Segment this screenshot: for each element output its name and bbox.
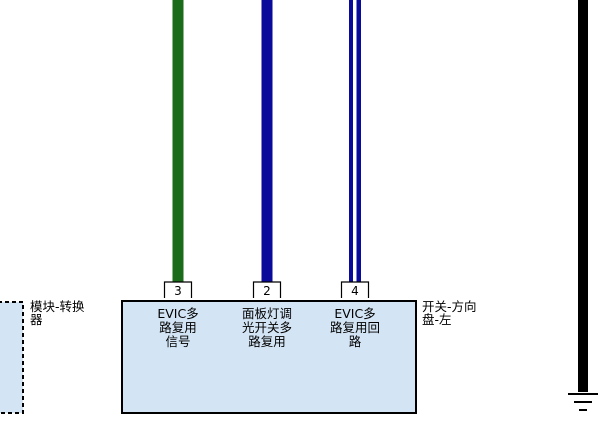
pin-function-labels: EVIC多 路复用 信号 面板灯调 光开关多 路复用 EVIC多 路复用回 路 bbox=[157, 306, 380, 349]
switch-module-box bbox=[121, 300, 417, 414]
pin-number-4: 4 bbox=[351, 284, 359, 298]
pin-3-function-line-1: EVIC多 bbox=[157, 306, 198, 321]
pin-number-3: 3 bbox=[174, 284, 182, 298]
wire-pin-4-blue-striped bbox=[349, 0, 361, 284]
left-module-label-line-1: 模块-转换 bbox=[30, 299, 85, 314]
wire-pin-2-blue bbox=[261, 0, 273, 284]
left-module-box bbox=[0, 301, 24, 414]
ground-wire bbox=[578, 0, 588, 392]
pin-box-4: 4 bbox=[340, 281, 370, 298]
pin-boxes: 3 2 4 bbox=[163, 281, 370, 298]
wire-group bbox=[172, 0, 588, 392]
switch-label-line-1: 开关-方向 bbox=[422, 299, 477, 314]
pin-box-3: 3 bbox=[163, 281, 193, 298]
pin-4-function-line-2: 路复用回 bbox=[330, 320, 380, 335]
ground-symbol-icon bbox=[568, 393, 598, 411]
wire-pin-3-green bbox=[172, 0, 184, 284]
pin-3-function-line-2: 路复用 bbox=[159, 320, 197, 335]
pin-3-function-line-3: 信号 bbox=[165, 334, 190, 349]
pin-4-function-line-3: 路 bbox=[349, 334, 362, 349]
left-module: 模块-转换 器 bbox=[0, 299, 85, 414]
pin-2-function-line-2: 光开关多 bbox=[242, 320, 292, 335]
pin-2-function-line-1: 面板灯调 bbox=[242, 306, 292, 321]
pin-2-function-line-3: 路复用 bbox=[248, 334, 286, 349]
switch-module-label: 开关-方向 盘-左 bbox=[422, 299, 477, 327]
pin-box-2: 2 bbox=[252, 281, 282, 298]
left-module-label-line-2: 器 bbox=[30, 312, 43, 327]
pin-number-2: 2 bbox=[263, 284, 271, 298]
pin-4-function-line-1: EVIC多 bbox=[334, 306, 375, 321]
switch-label-line-2: 盘-左 bbox=[422, 312, 452, 327]
